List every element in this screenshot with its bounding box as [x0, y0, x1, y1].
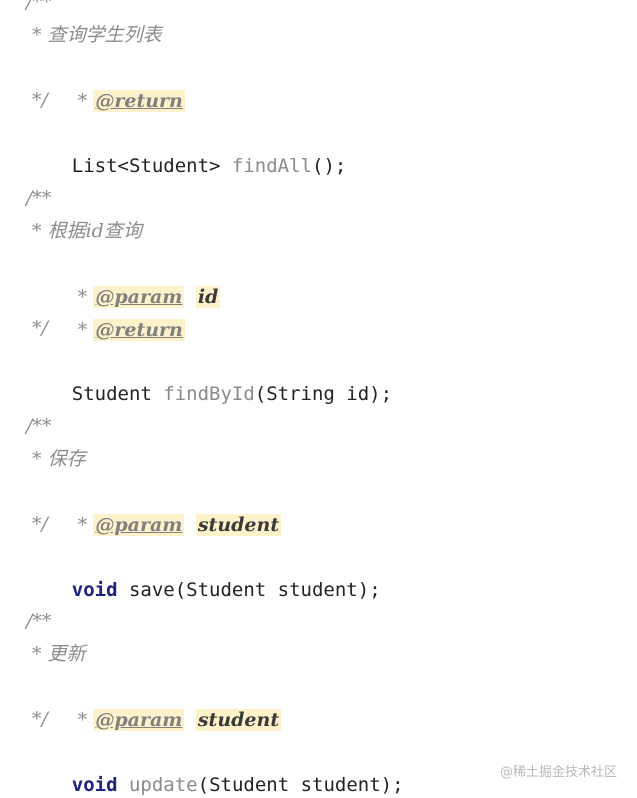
watermark: @稀土掘金技术社区 [499, 765, 617, 780]
param-name: id [195, 286, 221, 308]
param-tag: @param [93, 514, 185, 536]
return-line: * @return [26, 52, 185, 112]
return-type: Student [71, 383, 164, 405]
comment-prefix: * [71, 514, 94, 536]
comment-description: * 更新 [26, 643, 86, 665]
comment-description: * 查询学生列表 [26, 24, 162, 46]
method-rest: save(Student student); [117, 579, 381, 601]
comment-start: /** [26, 0, 52, 13]
comment-end: */ [26, 317, 48, 339]
method-signature-save: void save(Student student); [26, 541, 381, 601]
space [118, 774, 129, 796]
comment-prefix: * [71, 319, 94, 341]
comment-end: */ [26, 513, 48, 535]
comment-prefix: * [71, 90, 94, 112]
method-params: (Student student); [197, 774, 404, 796]
method-signature-findbyid: Student findById(String id); [26, 345, 392, 405]
method-name: findAll [231, 155, 312, 177]
param-line: * @param student [26, 476, 282, 536]
comment-prefix: * [71, 286, 94, 308]
method-params: (String id); [254, 383, 393, 405]
param-name: student [195, 514, 282, 536]
comment-end: */ [26, 89, 48, 111]
void-keyword: void [71, 774, 118, 796]
return-type: List<Student> [71, 155, 232, 177]
return-tag: @return [93, 319, 185, 341]
param-line: * @param student [26, 671, 282, 731]
comment-start: /** [26, 187, 52, 209]
return-line: * @return [26, 281, 185, 341]
comment-start: /** [26, 415, 52, 437]
method-signature-update: void update(Student student); [26, 736, 404, 796]
comment-description: * 保存 [26, 448, 86, 470]
param-line: * @param id [26, 248, 221, 308]
comment-start: /** [26, 610, 52, 632]
comment-prefix: * [71, 709, 94, 731]
method-name: findById [163, 383, 255, 405]
comment-end: */ [26, 708, 48, 730]
return-tag: @return [93, 90, 185, 112]
method-signature-findall: List<Student> findAll(); [26, 117, 347, 177]
method-name: update [128, 774, 198, 796]
method-params: (); [312, 155, 347, 177]
void-keyword: void [71, 579, 118, 601]
param-tag: @param [93, 709, 185, 731]
comment-description: * 根据id查询 [26, 220, 142, 242]
param-name: student [195, 709, 282, 731]
param-tag: @param [93, 286, 185, 308]
